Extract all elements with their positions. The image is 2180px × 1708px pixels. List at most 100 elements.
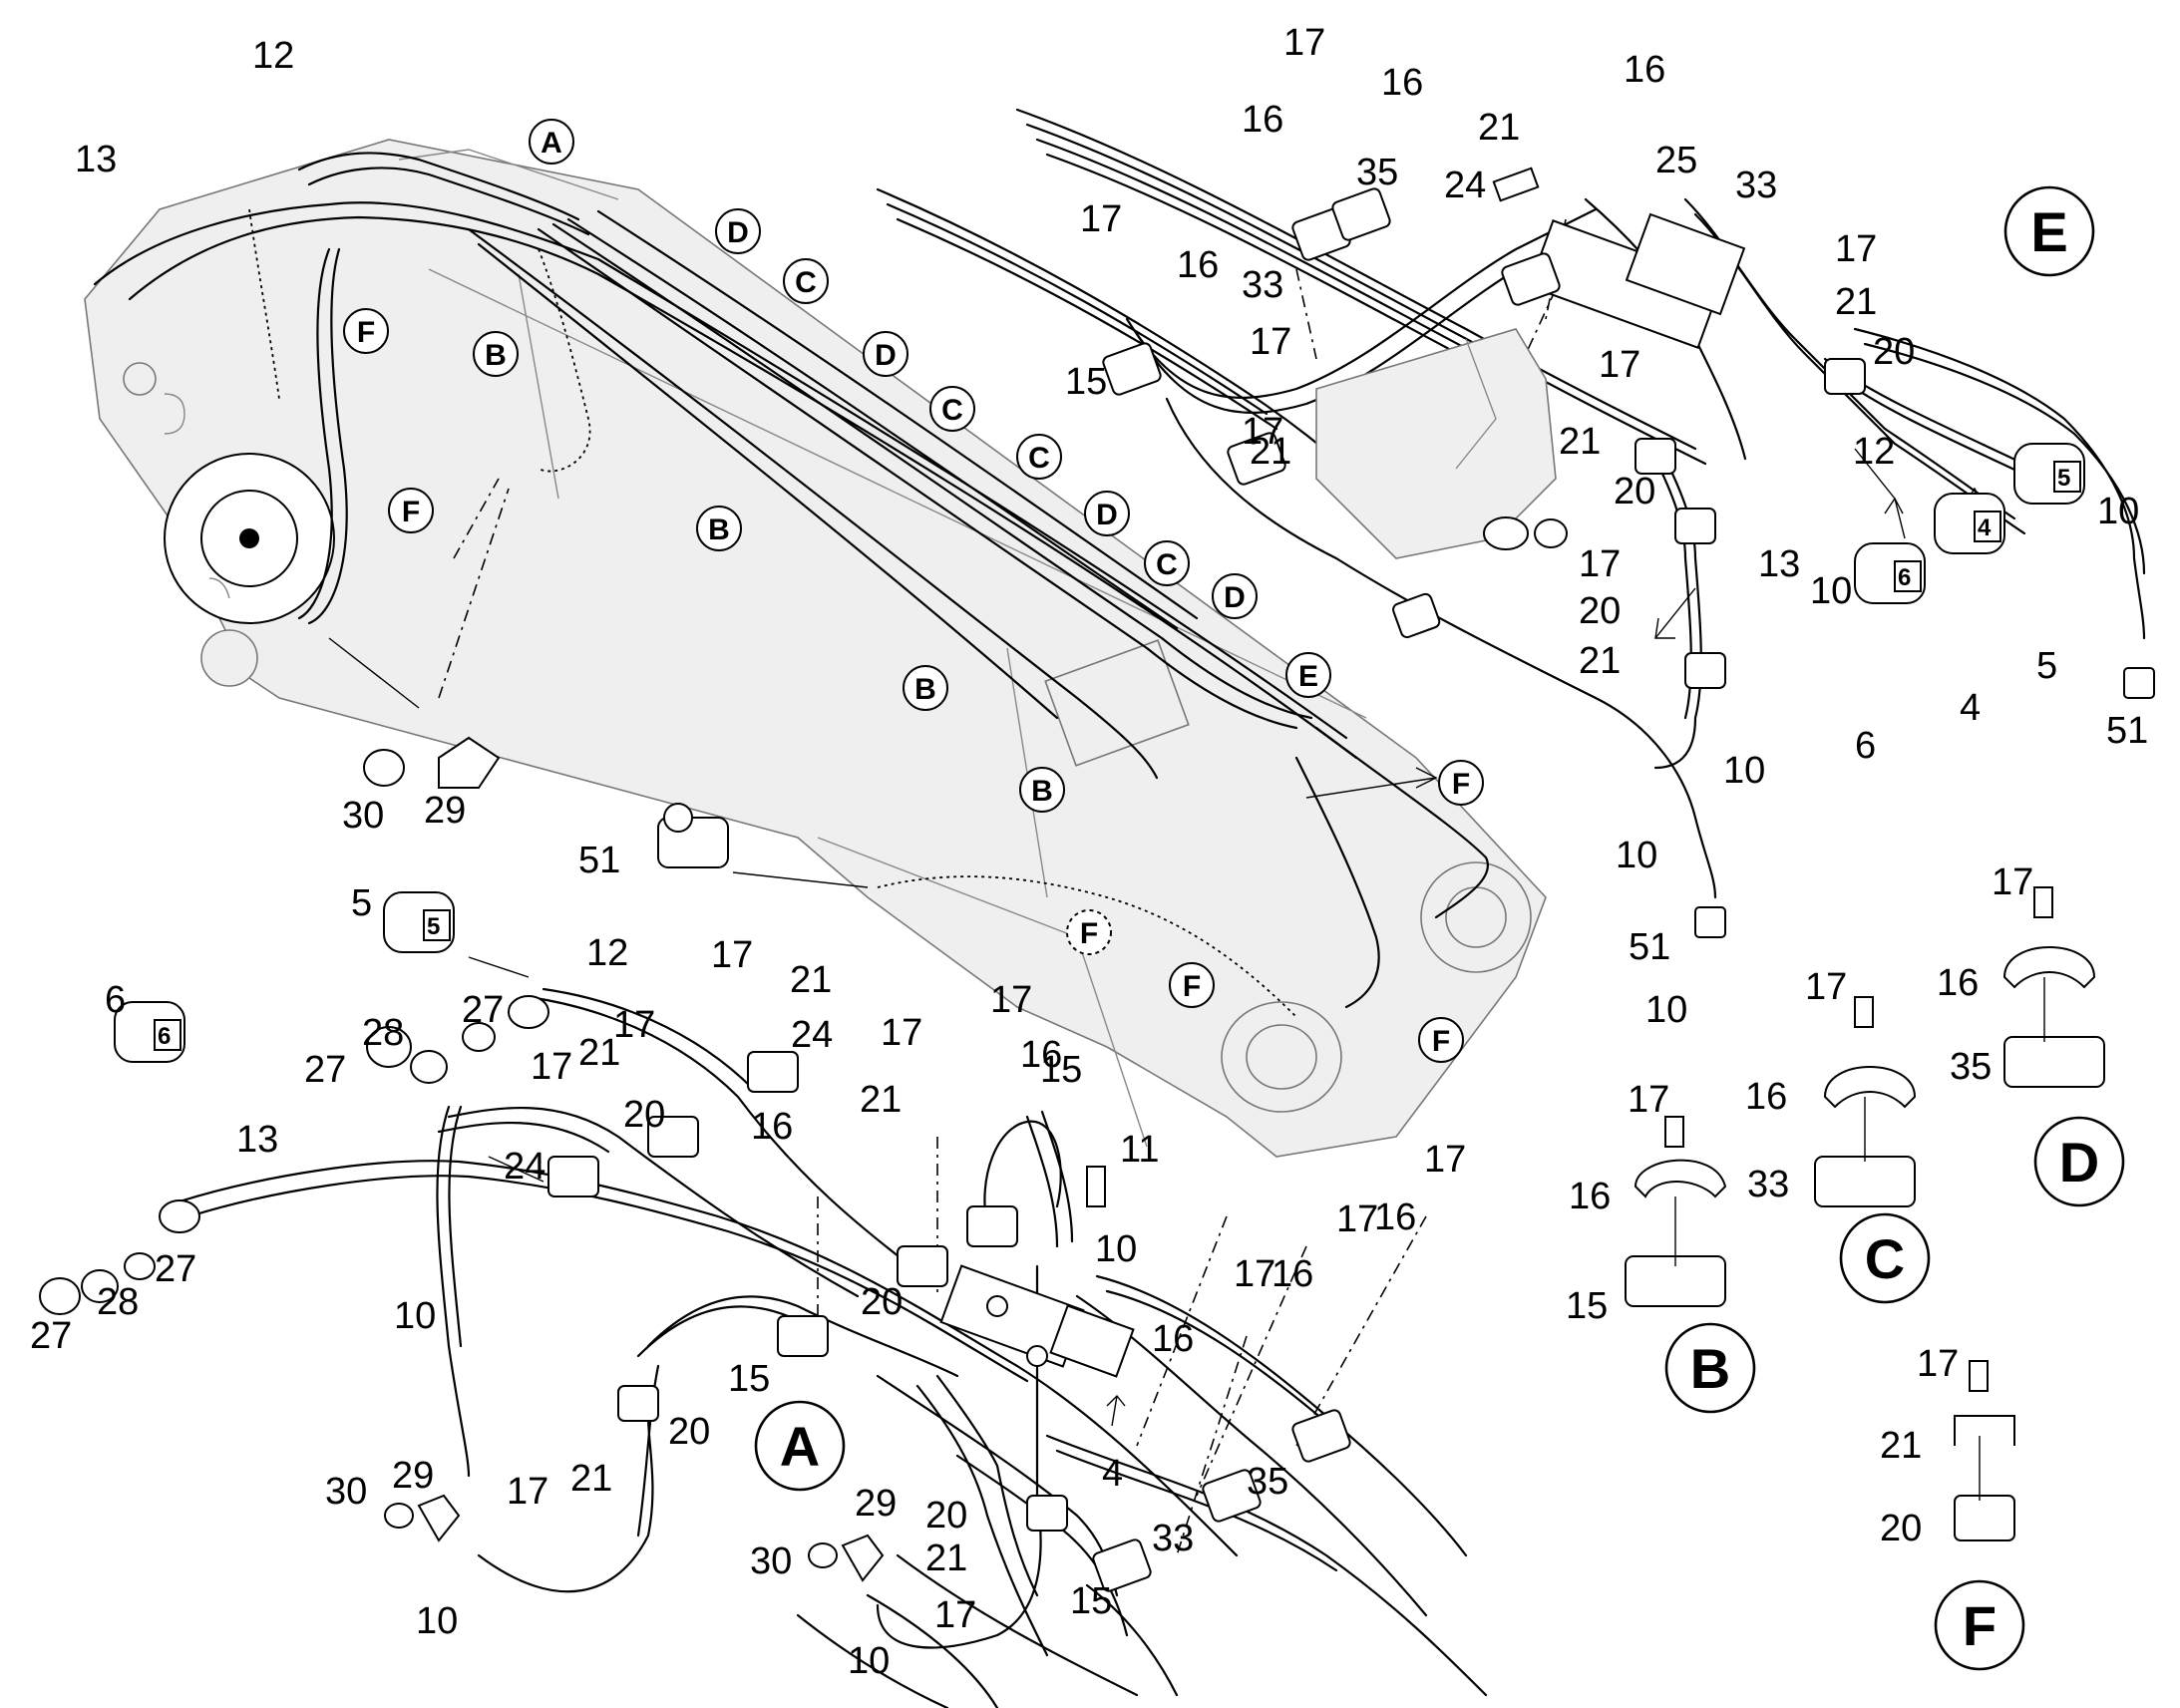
plug-tag-6: 6 [158,1023,171,1050]
part-label: 20 [925,1495,967,1537]
part-label: 4 [1960,687,1981,729]
clamp-body-c [1814,1156,1916,1207]
detail-marker: D [1096,499,1118,531]
part-label: 10 [1616,835,1657,876]
part-label: 10 [1095,1228,1137,1270]
part-label: 21 [1880,1425,1922,1467]
detail-marker: B [485,339,507,372]
bolt-d [2033,886,2053,918]
part-label: 21 [1559,421,1601,463]
part-label: 15 [1065,361,1107,403]
part-label: 35 [1247,1461,1288,1503]
detail-marker: F [1080,917,1098,950]
part-label: 16 [1569,1176,1611,1217]
part-label: 16 [1745,1076,1787,1118]
part-label: 21 [790,959,832,1001]
plug-tag-5: 5 [427,913,440,940]
detail-marker: C [1028,442,1050,475]
part-label: 21 [860,1079,902,1121]
fittings [39,167,2155,1582]
detail-marker: A [541,127,562,160]
part-label: 17 [1250,321,1291,363]
part-label: 17 [1242,411,1283,453]
part-label: 29 [392,1455,434,1497]
detail-marker: C [941,394,963,427]
part-label: 10 [394,1295,436,1337]
part-label: 17 [1628,1079,1669,1121]
part-label: 16 [1381,62,1423,104]
part-label: 20 [623,1094,665,1136]
detail-marker: D [727,216,749,249]
part-label: 17 [507,1471,548,1513]
part-label: 29 [424,790,466,832]
part-label: 16 [751,1106,793,1148]
part-label: 16 [1624,49,1665,91]
boom-body [84,139,1547,1158]
detail-marker: F [357,316,375,349]
detail-header-f: F [1963,1594,1997,1657]
part-label: 21 [1250,431,1291,473]
part-label: 27 [304,1049,346,1091]
bolt-f [1969,1360,1989,1392]
part-label: 51 [1629,926,1670,968]
part-label: 17 [1992,861,2033,903]
detail-a-hoses [178,956,1488,1708]
part-label: 17 [1424,1139,1466,1181]
part-label: 10 [1723,750,1765,792]
part-label: 4 [1102,1453,1123,1495]
part-label: 13 [1758,543,1800,585]
part-label: 10 [848,1640,890,1682]
part-label: 15 [1566,1285,1608,1327]
part-label: 16 [1242,99,1283,141]
detail-marker: F [402,496,420,528]
part-label: 51 [2106,710,2148,752]
part-label: 12 [586,932,628,974]
part-label: 33 [1242,264,1283,306]
part-label: 17 [1917,1343,1959,1385]
part-label: 13 [236,1119,278,1161]
part-label: 16 [1937,962,1979,1004]
part-label: 20 [668,1411,710,1453]
part-label: 20 [1873,331,1915,373]
detail-marker: C [795,266,817,299]
detail-marker: D [875,339,897,372]
part-label: 17 [1234,1253,1275,1295]
part-label: 15 [1070,1580,1112,1622]
detail-marker: C [1156,548,1178,581]
color-code-plugs: 6 4 5 5 6 [114,443,2085,1063]
part-label: 17 [881,1012,922,1054]
part-label: 12 [252,35,294,77]
part-label: 5 [2036,645,2057,687]
part-label: 6 [1855,725,1876,767]
part-label: 17 [1835,228,1877,270]
part-label: 17 [711,934,753,976]
part-labels: 12 13 17 16 16 21 16 25 24 33 35 33 17 1… [30,22,2148,1682]
part-label: 24 [791,1014,833,1056]
part-label: 21 [1478,107,1520,149]
part-label: 21 [578,1032,620,1074]
plug-tag-6: 6 [1898,564,1911,591]
part-label: 17 [1579,543,1621,585]
part-label: 21 [1835,281,1877,323]
part-label: 11 [1120,1129,1159,1171]
detail-headers: E B C D F A [754,185,2125,1671]
washer-28 [410,1050,448,1084]
part-label: 10 [416,1600,458,1642]
part-label: 10 [1810,570,1852,612]
adapter-27 [366,1026,412,1068]
detail-marker: B [708,513,730,546]
detail-marker: B [1031,775,1053,808]
part-label: 30 [750,1540,792,1582]
part-label: 17 [934,1594,976,1636]
part-label: 16 [1152,1318,1194,1360]
part-label: 16 [1272,1253,1313,1295]
part-label: 25 [1655,140,1697,181]
part-label: 17 [1805,966,1847,1008]
part-label: 17 [1599,344,1640,386]
part-label: 33 [1747,1164,1789,1205]
part-label: 12 [1853,431,1895,473]
plug-tag-4: 4 [1978,514,1992,541]
part-label: 33 [1152,1518,1194,1559]
part-label: 10 [1645,989,1687,1031]
